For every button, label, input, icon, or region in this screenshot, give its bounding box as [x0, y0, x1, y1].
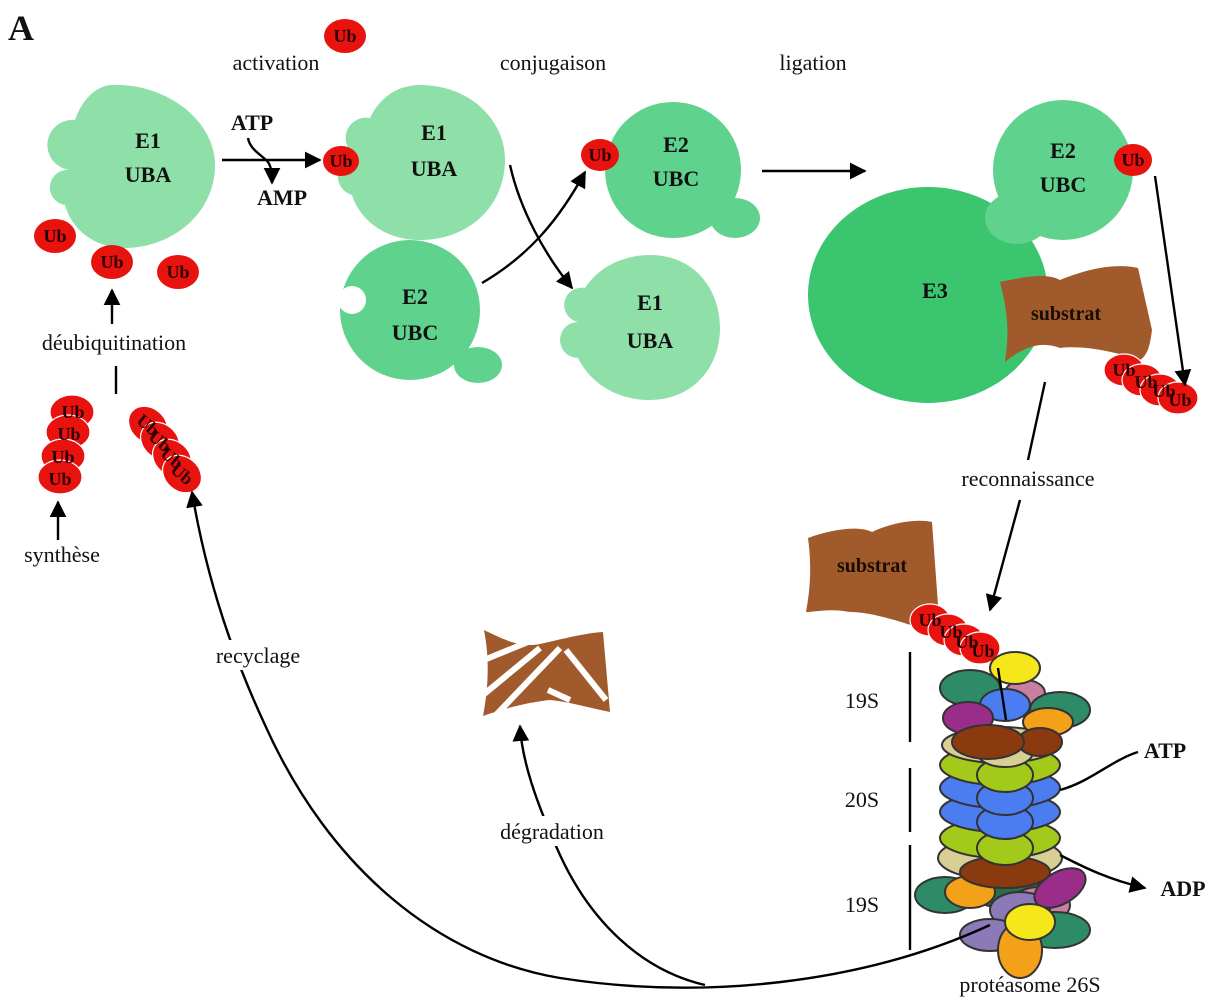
step-degradation: dégradation: [500, 819, 604, 844]
uba-label: UBA: [125, 162, 172, 187]
svg-text:Ub: Ub: [166, 262, 189, 282]
proteasome-label: protéasome 26S: [959, 972, 1100, 997]
ubiquitin-chain: Ub Ub Ub Ub: [1103, 353, 1199, 415]
step-recycling: recyclage: [216, 643, 300, 668]
cap-top-label: 19S: [845, 688, 879, 713]
svg-text:Ub: Ub: [971, 641, 994, 661]
e2-enzyme-free: E2 UBC: [338, 240, 502, 383]
svg-text:Ub: Ub: [48, 469, 71, 489]
polyubiquitin-chain-recycled: Ub Ub Ub Ub: [127, 405, 203, 494]
e1-label: E1: [135, 128, 161, 153]
panel-letter: A: [8, 8, 34, 48]
arrow-ub-transfer: [1153, 175, 1192, 387]
svg-text:Ub: Ub: [1152, 381, 1175, 401]
atp-hydrolysis-path: [1059, 750, 1139, 792]
step-ligation: ligation: [779, 50, 846, 75]
ubc-label: UBC: [392, 320, 438, 345]
adp-label: ADP: [1160, 876, 1205, 901]
degraded-substrate: [481, 630, 610, 719]
proteasome-26s: [914, 651, 1091, 979]
step-synthesis: synthèse: [24, 542, 100, 567]
svg-text:Ub: Ub: [1121, 150, 1144, 170]
ubiquitin: Ub: [581, 139, 619, 171]
svg-text:Ub: Ub: [57, 424, 80, 444]
substrate-bound: substrat: [1000, 266, 1152, 362]
arrow-recognition-top: [1026, 381, 1047, 461]
ubiquitin: Ub: [91, 245, 133, 279]
step-deubiquitination: déubiquitination: [42, 330, 186, 355]
svg-text:Ub: Ub: [1112, 360, 1135, 380]
svg-text:Ub: Ub: [955, 632, 978, 652]
step-recognition: reconnaissance: [961, 466, 1094, 491]
svg-text:Ub: Ub: [61, 402, 84, 422]
uba-label: UBA: [627, 328, 674, 353]
ubiquitin: Ub: [324, 19, 366, 53]
ubiquitin-chain: Ub Ub Ub Ub: [909, 603, 1001, 665]
e1-label: E1: [637, 290, 663, 315]
core-label: 20S: [845, 787, 879, 812]
e3-label: E3: [922, 278, 948, 303]
ubiquitin: Ub: [157, 255, 199, 289]
svg-text:Ub: Ub: [100, 252, 123, 272]
e1-label: E1: [421, 120, 447, 145]
cap-bottom-label: 19S: [845, 892, 879, 917]
svg-text:Ub: Ub: [51, 447, 74, 467]
ubc-label: UBC: [653, 166, 699, 191]
uba-label: UBA: [411, 156, 458, 181]
svg-text:Ub: Ub: [43, 226, 66, 246]
atp-label: ATP: [231, 110, 273, 135]
e2-enzyme-loaded: E2 UBC: [605, 102, 760, 238]
e2-label: E2: [663, 132, 689, 157]
polyubiquitin-chain-new: Ub Ub Ub Ub: [37, 394, 95, 495]
e1-enzyme-released: E1 UBA: [560, 255, 720, 400]
e2-label: E2: [1050, 138, 1076, 163]
svg-text:Ub: Ub: [333, 26, 356, 46]
e2-label: E2: [402, 284, 428, 309]
svg-text:Ub: Ub: [588, 145, 611, 165]
amp-label: AMP: [257, 185, 307, 210]
svg-text:Ub: Ub: [1168, 390, 1191, 410]
arrow-recognition: [985, 499, 1022, 612]
e1-enzyme-loaded: E1 UBA: [337, 85, 505, 240]
e1-enzyme-free: E1 UBA: [47, 84, 215, 248]
ubiquitin: Ub: [34, 219, 76, 253]
atp-label: ATP: [1144, 738, 1186, 763]
substrate-label: substrat: [1031, 303, 1101, 325]
arrow-recycling: [186, 490, 991, 989]
step-conjugation: conjugaison: [500, 50, 606, 75]
svg-text:Ub: Ub: [918, 610, 941, 630]
ubc-label: UBC: [1040, 172, 1086, 197]
e3-enzyme: E3: [808, 187, 1048, 403]
arrow-e1-release: [508, 164, 574, 290]
svg-text:Ub: Ub: [329, 151, 352, 171]
arrow-e2-to-loaded: [481, 170, 587, 285]
arrow-to-adp: [1059, 853, 1147, 893]
substrate-at-proteasome: substrat: [806, 520, 938, 628]
ubiquitin: Ub: [323, 146, 359, 176]
svg-text:Ub: Ub: [1134, 372, 1157, 392]
svg-text:Ub: Ub: [939, 622, 962, 642]
e2-enzyme-bound: E2 UBC: [985, 100, 1133, 244]
ubiquitin: Ub: [1114, 144, 1152, 176]
step-activation: activation: [233, 50, 320, 75]
substrate-label: substrat: [837, 555, 907, 577]
substrate-thread: [996, 667, 1008, 721]
proteasome-cap-top: [939, 651, 1091, 760]
arrow-atp-to-amp: [246, 137, 281, 185]
arrow-degradation: [512, 724, 706, 987]
